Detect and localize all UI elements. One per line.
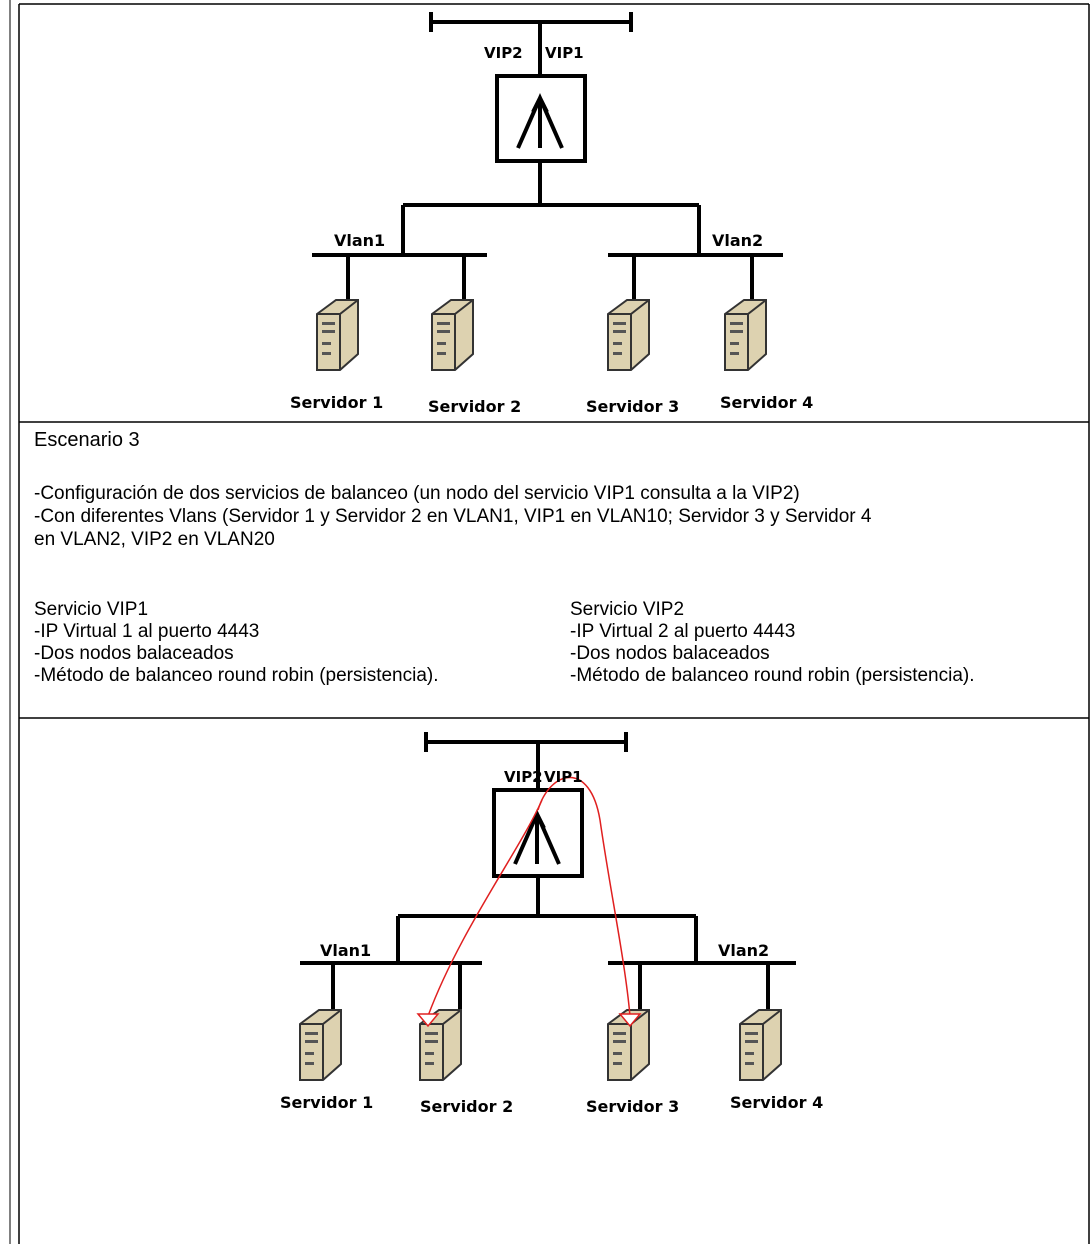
- server-icon: [739, 1009, 782, 1081]
- server-2-label: Servidor 2: [420, 1097, 513, 1116]
- scenario-line-1: -Configuración de dos servicios de balan…: [34, 483, 800, 504]
- server-2-label: Servidor 2: [428, 397, 521, 416]
- service-vip1-item: -IP Virtual 1 al puerto 4443: [34, 621, 260, 642]
- arrow-head-icon: [618, 1013, 642, 1028]
- load-balancer-icon: [513, 809, 561, 865]
- server-1-label: Servidor 1: [290, 393, 383, 412]
- vip2-label: VIP2: [484, 44, 523, 62]
- server-3-label: Servidor 3: [586, 397, 679, 416]
- service-vip2-item: -Método de balanceo round robin (persist…: [570, 665, 975, 686]
- server-1-label: Servidor 1: [280, 1093, 373, 1112]
- scenario-line-3: en VLAN2, VIP2 en VLAN20: [34, 529, 275, 550]
- vlan1-label: Vlan1: [320, 941, 371, 960]
- scenario-line-2: -Con diferentes Vlans (Servidor 1 y Serv…: [34, 506, 872, 527]
- server-icon: [607, 299, 650, 371]
- server-3-label: Servidor 3: [586, 1097, 679, 1116]
- service-vip2-item: -IP Virtual 2 al puerto 4443: [570, 621, 796, 642]
- server-4-label: Servidor 4: [720, 393, 813, 412]
- scenario-title: Escenario 3: [34, 429, 140, 451]
- network-diagram-1: VIP2 VIP1 Vlan1 Vlan2 Servidor 1 Servido…: [290, 12, 813, 416]
- service-vip1-item: -Dos nodos balaceados: [34, 643, 234, 664]
- server-icon: [316, 299, 359, 371]
- arrow-head-icon: [416, 1013, 440, 1028]
- service-vip1: Servicio VIP1 -IP Virtual 1 al puerto 44…: [34, 599, 439, 687]
- flow-arrow-to-server-2: [427, 799, 543, 1017]
- vip1-label: VIP1: [544, 768, 583, 786]
- server-icon: [299, 1009, 342, 1081]
- server-icon: [607, 1009, 650, 1081]
- service-vip1-item: -Método de balanceo round robin (persist…: [34, 665, 439, 686]
- vlan2-label: Vlan2: [718, 941, 769, 960]
- network-diagram-2: VIP2 VIP1 Vlan1 Vlan2 Servidor 1 Servido…: [280, 732, 823, 1116]
- server-icon: [431, 299, 474, 371]
- server-icon: [724, 299, 767, 371]
- load-balancer-icon: [516, 93, 564, 149]
- vip1-label: VIP1: [545, 44, 584, 62]
- vip2-label: VIP2: [504, 768, 543, 786]
- server-icon: [419, 1009, 462, 1081]
- server-4-label: Servidor 4: [730, 1093, 823, 1112]
- vlan2-label: Vlan2: [712, 231, 763, 250]
- service-vip2: Servicio VIP2 -IP Virtual 2 al puerto 44…: [570, 599, 975, 687]
- service-vip1-title: Servicio VIP1: [34, 599, 149, 620]
- vlan1-label: Vlan1: [334, 231, 385, 250]
- service-vip2-item: -Dos nodos balaceados: [570, 643, 770, 664]
- service-vip2-title: Servicio VIP2: [570, 599, 685, 620]
- flow-arrow-to-server-3: [537, 776, 631, 1017]
